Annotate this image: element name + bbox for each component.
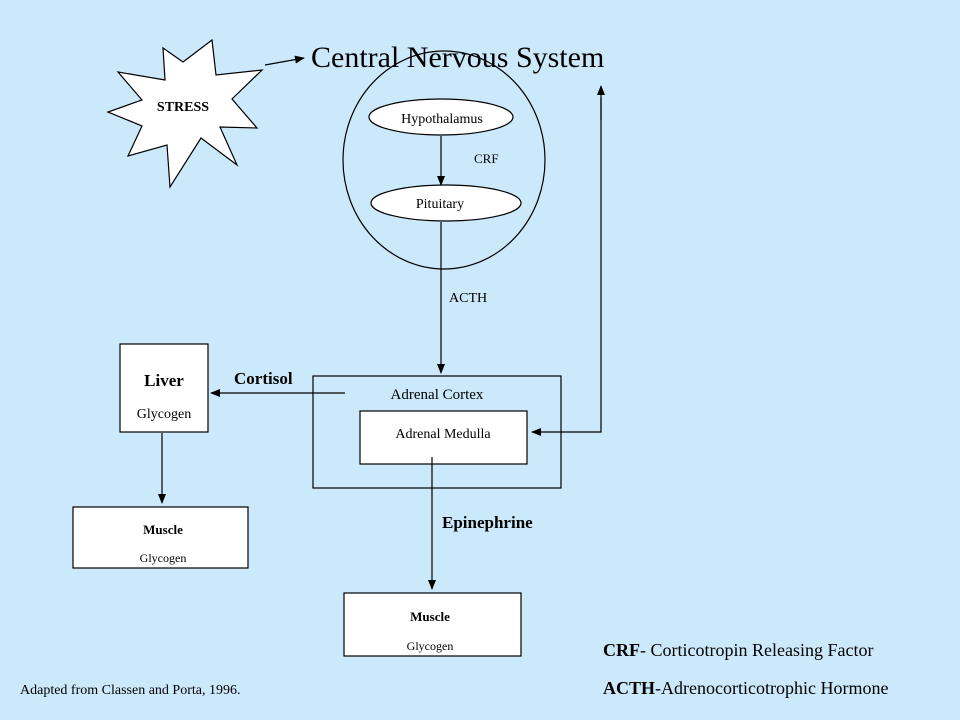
legend-crf: CRF- Corticotropin Releasing Factor bbox=[603, 640, 873, 660]
adrenal-medulla-box bbox=[359, 410, 528, 465]
muscle-bottom-title: Muscle bbox=[410, 609, 450, 624]
muscle-left-title: Muscle bbox=[143, 522, 183, 537]
legend-crf-abbrev: CRF bbox=[603, 640, 640, 660]
crf-label: CRF bbox=[474, 151, 499, 166]
legend-acth-definition: -Adrenocorticotrophic Hormone bbox=[655, 678, 888, 698]
adrenal-medulla-label: Adrenal Medulla bbox=[395, 427, 491, 442]
muscle-left-subtitle: Glycogen bbox=[140, 551, 187, 565]
legend-acth-abbrev: ACTH bbox=[603, 678, 655, 698]
muscle-bottom-subtitle: Glycogen bbox=[407, 639, 454, 653]
liver-title: Liver bbox=[144, 371, 184, 390]
legend-crf-definition: - Corticotropin Releasing Factor bbox=[640, 640, 873, 660]
acth-label: ACTH bbox=[449, 291, 487, 306]
stress-starburst bbox=[106, 38, 264, 189]
stress-label: STRESS bbox=[157, 100, 209, 115]
adrenal-cortex-label: Adrenal Cortex bbox=[391, 387, 484, 403]
cortisol-label: Cortisol bbox=[234, 369, 293, 388]
stress-to-cns-arrow bbox=[264, 55, 305, 66]
muscle-bottom-box bbox=[343, 592, 522, 657]
source-note: Adapted from Classen and Porta, 1996. bbox=[20, 683, 240, 698]
page-title: Central Nervous System bbox=[311, 41, 604, 74]
cns-circle bbox=[342, 50, 546, 270]
pituitary-ellipse bbox=[370, 184, 522, 222]
epinephrine-label: Epinephrine bbox=[442, 513, 533, 532]
hypothalamus-ellipse bbox=[368, 98, 514, 136]
legend-acth: ACTH-Adrenocorticotrophic Hormone bbox=[603, 678, 888, 698]
hypothalamus-label: Hypothalamus bbox=[401, 112, 483, 127]
muscle-left-box bbox=[72, 506, 249, 569]
liver-subtitle: Glycogen bbox=[137, 407, 191, 422]
medulla-cns-feedback-line bbox=[531, 98, 602, 436]
pituitary-label: Pituitary bbox=[416, 197, 464, 212]
liver-box bbox=[119, 343, 209, 433]
